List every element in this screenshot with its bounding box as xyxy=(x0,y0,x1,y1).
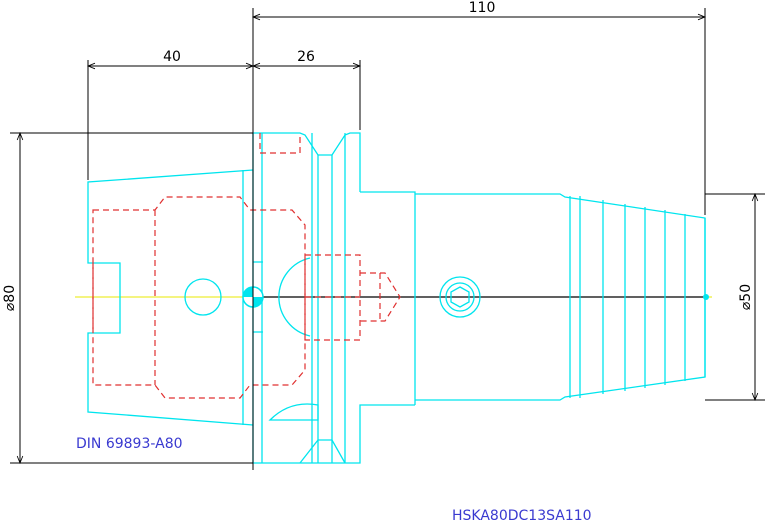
part-number-label: HSKA80DC13SA110 xyxy=(452,508,592,523)
standard-label: DIN 69893-A80 xyxy=(76,436,183,452)
dim-shank-diameter-label: ⌀50 xyxy=(738,284,754,310)
dim-overall-length-label: 110 xyxy=(469,0,496,16)
dimension-lines xyxy=(10,8,765,470)
dim-taper-length-label: 40 xyxy=(163,49,181,65)
dim-flange-length-label: 26 xyxy=(297,49,315,65)
tool-holder-outline xyxy=(87,132,706,464)
hidden-lines xyxy=(92,133,401,399)
dim-flange-diameter-label: ⌀80 xyxy=(2,285,18,311)
